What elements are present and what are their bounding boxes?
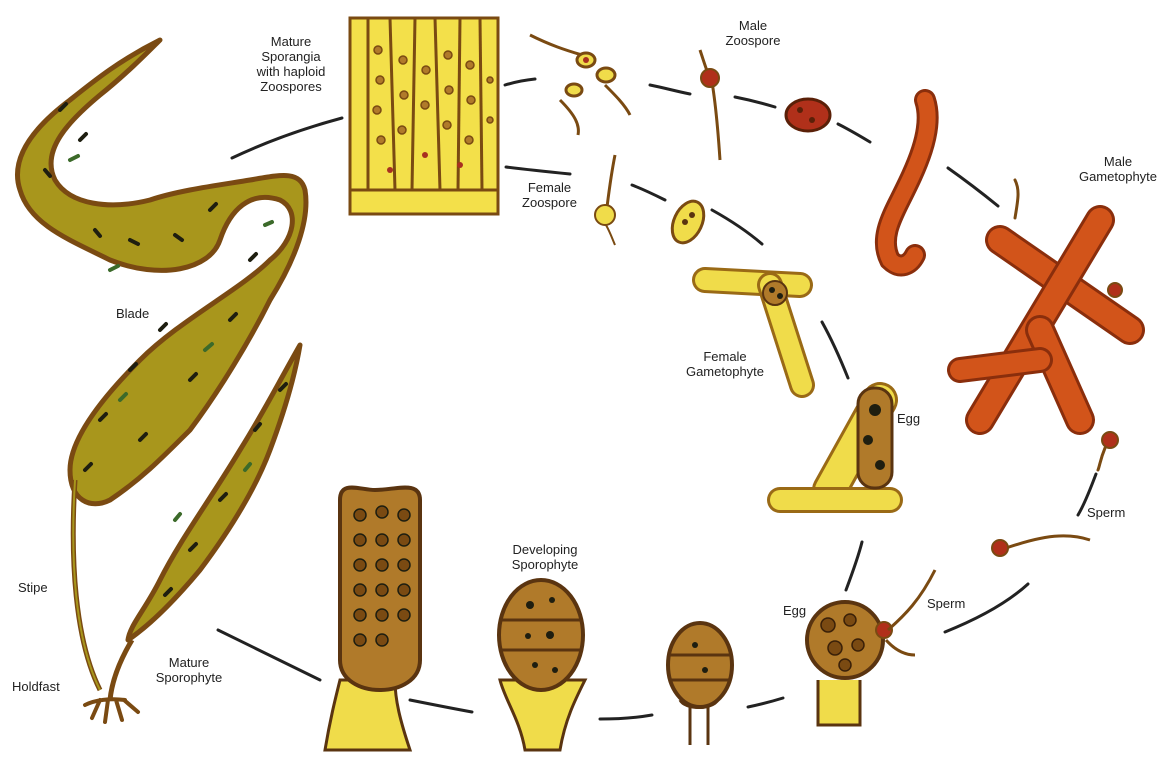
- label-sperm-right: Sperm: [1087, 505, 1125, 520]
- arc-female-gameto: [822, 322, 848, 378]
- label-egg-bottom: Egg: [783, 603, 806, 618]
- arc-bottom-1: [748, 698, 783, 707]
- male-gametophyte-illustration: [960, 180, 1130, 470]
- young-sporophyte-column: [325, 488, 420, 751]
- mature-sporophyte-illustration: [17, 40, 306, 722]
- fertilized-egg-illustration: [807, 570, 935, 725]
- label-mature-sporophyte: Mature Sporophyte: [144, 655, 234, 685]
- egg-on-gametophyte: [780, 388, 892, 500]
- label-female-gametophyte: Female Gametophyte: [670, 349, 780, 379]
- label-developing-sporophyte: Developing Sporophyte: [490, 542, 600, 572]
- arc-egg-to-fertil: [846, 542, 862, 590]
- arc-female-zoo-2: [712, 210, 762, 244]
- male-developing-gametophyte: [886, 100, 928, 265]
- male-zoospore: [700, 50, 720, 160]
- label-blade: Blade: [116, 306, 149, 321]
- label-egg-top: Egg: [897, 411, 920, 426]
- label-stipe: Stipe: [18, 580, 48, 595]
- female-zoospore: [595, 155, 615, 245]
- arc-to-male-gametophyte: [948, 168, 998, 206]
- label-female-zoospore: Female Zoospore: [512, 180, 587, 210]
- sporangia-illustration: [350, 18, 498, 214]
- arc-sporangia-to-zoospores: [505, 79, 535, 85]
- arc-male-zoo-1: [735, 97, 775, 107]
- arc-sporophyte-to-sporangia: [232, 118, 342, 158]
- kelp-stipe-1: [73, 480, 100, 690]
- arc-sporangia-to-female: [506, 167, 570, 174]
- male-zoospore-2: [786, 99, 830, 131]
- sperm-right: [992, 536, 1090, 556]
- arc-female-zoo: [632, 185, 665, 200]
- developing-sporophyte-large: [499, 580, 585, 750]
- arc-male-zoo-2: [838, 124, 870, 142]
- female-zoospore-2: [666, 196, 710, 248]
- label-male-gametophyte: Male Gametophyte: [1068, 154, 1168, 184]
- arc-bottom-2: [600, 715, 652, 719]
- label-holdfast: Holdfast: [12, 679, 60, 694]
- label-male-zoospore: Male Zoospore: [718, 18, 788, 48]
- developing-sporophyte-small: [668, 623, 732, 745]
- kelp-stipe-2: [110, 640, 132, 700]
- arc-bottom-3: [410, 700, 472, 712]
- arc-zoospore-to-male: [650, 85, 690, 94]
- label-sperm-bottom: Sperm: [927, 596, 965, 611]
- zoospores-cluster: [530, 35, 630, 135]
- kelp-holdfast: [85, 699, 138, 722]
- label-mature-sporangia: Mature Sporangia with haploid Zoospores: [236, 34, 346, 94]
